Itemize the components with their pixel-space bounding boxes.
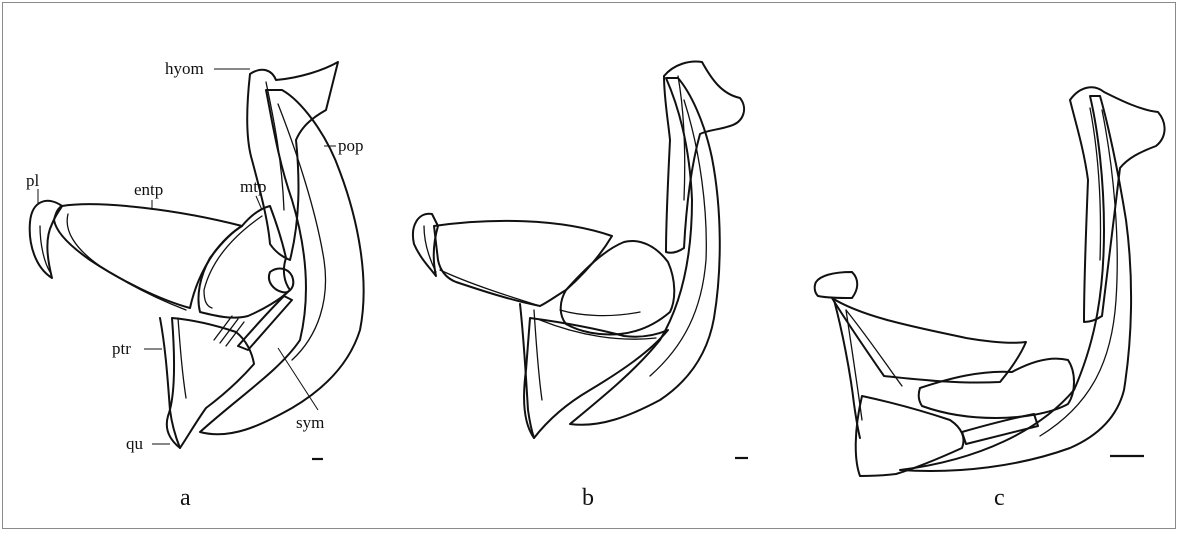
label-pl: pl [26,171,40,190]
label-pop: pop [338,136,364,155]
metapterygoid-b-inner [560,310,640,316]
hyomandibula-a [247,62,338,260]
entopterygoid-b-inner [440,270,540,306]
quadrate-c [856,396,964,476]
preopercle-a-canal [278,104,326,360]
metapterygoid-a [198,206,290,318]
leader-sym [278,348,318,410]
entopterygoid-b [434,221,612,306]
panel-b-drawing: b [413,62,748,511]
panel-a-drawing [30,62,364,448]
entopterygoid-c [832,298,1026,383]
panel-c-drawing: c [815,87,1165,511]
metapterygoid-a-inner [204,216,262,308]
hyomandibula-c-inner [1090,108,1101,260]
entopterygoid-a-inner [67,214,186,310]
panel-a-annotations: hyom pop pl entp mtp ptr qu sym a [26,59,364,511]
palatine-c [815,272,858,298]
label-ptr: ptr [112,339,131,358]
pterygoid-a-inner [178,318,186,398]
hyomandibula-b-inner [678,76,685,200]
label-hyom: hyom [165,59,204,78]
panel-label-b: b [582,485,594,511]
metapterygoid-b [561,241,675,335]
metapterygoid-c [919,359,1074,419]
panel-label-c: c [994,485,1005,511]
joint-marks-a [214,316,244,346]
pterygoid-b [520,304,534,438]
preopercle-c-canal [1040,110,1117,436]
label-mtp: mtp [240,177,266,196]
panel-label-a: a [180,485,191,511]
label-entp: entp [134,180,163,199]
pterygoid-a [160,318,180,448]
preopercle-b [570,78,720,425]
pterygoid-b-inner [534,310,542,400]
hyomandibula-b [664,62,744,253]
label-qu: qu [126,434,144,453]
label-sym: sym [296,413,324,432]
entopterygoid-a [54,204,242,308]
